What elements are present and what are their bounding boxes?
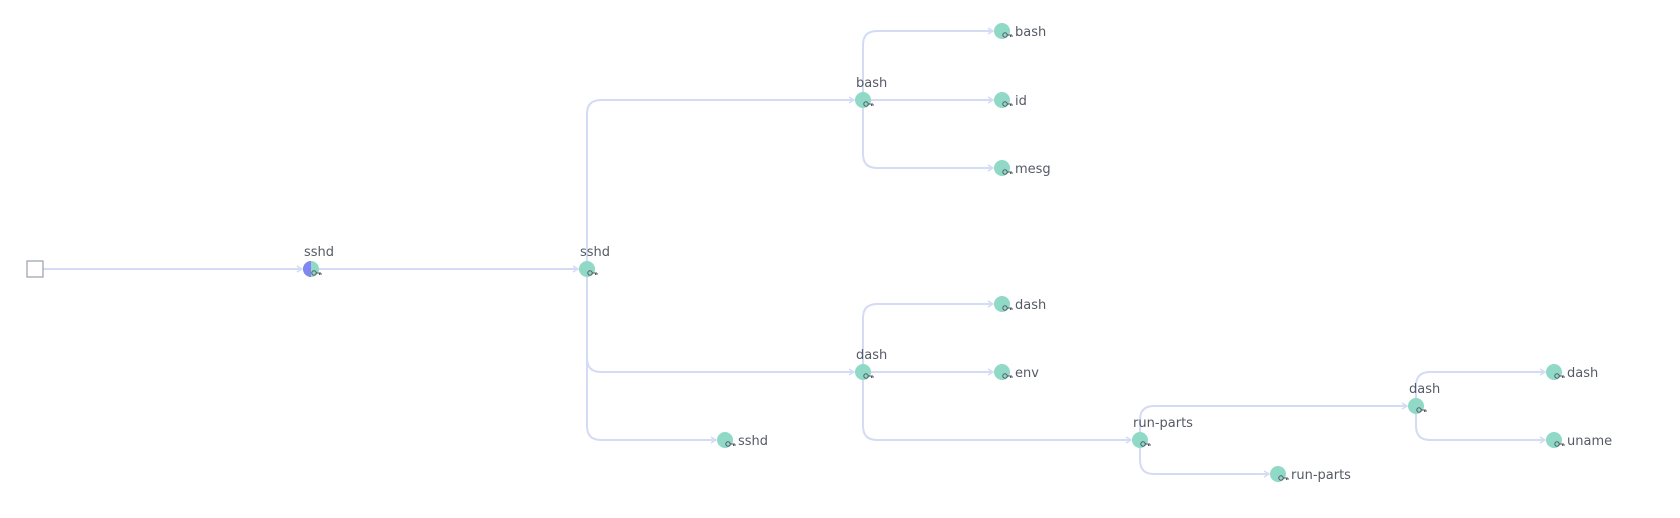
edge-bash-1-to-mesg-1: [862, 100, 995, 172]
node-circle[interactable]: [994, 92, 1010, 108]
node-label: mesg: [1015, 162, 1051, 177]
arrowhead-icon: [296, 265, 304, 273]
edge-dash-3-to-uname-1: [1415, 406, 1547, 444]
node-label: sshd: [738, 434, 768, 449]
node-sshd-3[interactable]: sshd: [717, 432, 768, 449]
node-label: dash: [1409, 382, 1440, 397]
node-label: bash: [856, 76, 887, 91]
key-icon: [863, 101, 874, 107]
node-circle[interactable]: [1270, 466, 1286, 482]
key-icon: [1002, 101, 1013, 107]
node-label: run-parts: [1133, 416, 1193, 431]
key-icon: [725, 441, 736, 447]
square-outline-icon[interactable]: [26, 260, 44, 278]
node-circle[interactable]: [994, 23, 1010, 39]
node-circle[interactable]: [717, 432, 733, 448]
node-label: dash: [1015, 298, 1046, 313]
key-icon: [1140, 441, 1151, 447]
node-label: run-parts: [1291, 468, 1351, 483]
key-icon: [1416, 407, 1427, 413]
edge-sshd-2-to-sshd-3: [586, 269, 718, 444]
node-label: uname: [1567, 434, 1612, 449]
key-icon: [863, 373, 874, 379]
node-label: dash: [1567, 366, 1598, 381]
node-label: id: [1015, 94, 1027, 109]
node-label: bash: [1015, 25, 1046, 40]
nodes-layer: sshd sshd bash bash id mesg dash dash env sshd run…: [26, 23, 1612, 483]
node-circle[interactable]: [1546, 364, 1562, 380]
node-env-1[interactable]: env: [994, 364, 1039, 381]
arrowhead-icon: [987, 368, 995, 376]
node-circle[interactable]: [994, 296, 1010, 312]
node-mesg-1[interactable]: mesg: [994, 160, 1051, 177]
node-circle[interactable]: [579, 261, 595, 277]
arrowhead-icon: [1539, 436, 1547, 444]
edge-dash-1-to-runparts-1: [862, 372, 1133, 444]
arrowhead-icon: [987, 164, 995, 172]
arrowhead-icon: [572, 265, 580, 273]
node-sshd-1[interactable]: sshd: [303, 245, 334, 277]
node-circle[interactable]: [994, 160, 1010, 176]
node-dash-4[interactable]: dash: [1546, 364, 1598, 381]
key-icon: [1002, 305, 1013, 311]
node-circle[interactable]: [994, 364, 1010, 380]
arrowhead-icon: [848, 368, 856, 376]
node-circle[interactable]: [1132, 432, 1148, 448]
node-label: sshd: [580, 245, 610, 260]
node-id-1[interactable]: id: [994, 92, 1027, 109]
arrowhead-icon: [987, 96, 995, 104]
edge-runparts-1-to-dash-3: [1139, 402, 1409, 440]
node-half-highlight: [303, 261, 311, 277]
node-bash-1[interactable]: bash: [855, 76, 887, 108]
arrowhead-icon: [1263, 470, 1271, 478]
edge-dash-3-to-dash-4: [1415, 368, 1547, 406]
arrowhead-icon: [1401, 402, 1409, 410]
node-label: sshd: [304, 245, 334, 260]
edge-bash-1-to-id-1: [863, 96, 995, 104]
node-dash-3[interactable]: dash: [1408, 382, 1440, 414]
edge-dash-1-to-env-1: [863, 368, 995, 376]
edge-sshd-1-to-sshd-2: [311, 265, 580, 273]
key-icon: [1278, 475, 1289, 481]
node-circle[interactable]: [855, 92, 871, 108]
edges-layer: [35, 27, 1547, 478]
node-runparts-1[interactable]: run-parts: [1132, 416, 1193, 448]
key-icon: [1554, 373, 1565, 379]
key-icon: [587, 270, 598, 276]
node-label: dash: [856, 348, 887, 363]
arrowhead-icon: [987, 300, 995, 308]
arrowhead-icon: [710, 436, 718, 444]
key-icon: [1002, 169, 1013, 175]
edge-sshd-2-to-bash-1: [586, 96, 856, 269]
key-icon: [1002, 32, 1013, 38]
arrowhead-icon: [987, 27, 995, 35]
node-dash-2[interactable]: dash: [994, 296, 1046, 313]
node-runparts-2[interactable]: run-parts: [1270, 466, 1351, 483]
node-circle[interactable]: [1408, 398, 1424, 414]
key-icon: [1554, 441, 1565, 447]
key-icon: [1002, 373, 1013, 379]
key-icon: [311, 270, 322, 276]
edge-bash-1-to-bash-2: [862, 27, 995, 100]
node-sshd-2[interactable]: sshd: [579, 245, 610, 277]
arrowhead-icon: [1125, 436, 1133, 444]
arrowhead-icon: [1539, 368, 1547, 376]
node-circle[interactable]: [855, 364, 871, 380]
node-uname-1[interactable]: uname: [1546, 432, 1612, 449]
node-label: env: [1015, 366, 1039, 381]
arrowhead-icon: [848, 96, 856, 104]
node-bash-2[interactable]: bash: [994, 23, 1046, 40]
edge-sshd-2-to-dash-1: [586, 269, 856, 376]
edge-runparts-1-to-runparts-2: [1139, 440, 1271, 478]
edge-dash-1-to-dash-2: [862, 300, 995, 372]
edge-start-to-sshd-1: [35, 265, 304, 273]
node-dash-1[interactable]: dash: [855, 348, 887, 380]
node-circle[interactable]: [1546, 432, 1562, 448]
